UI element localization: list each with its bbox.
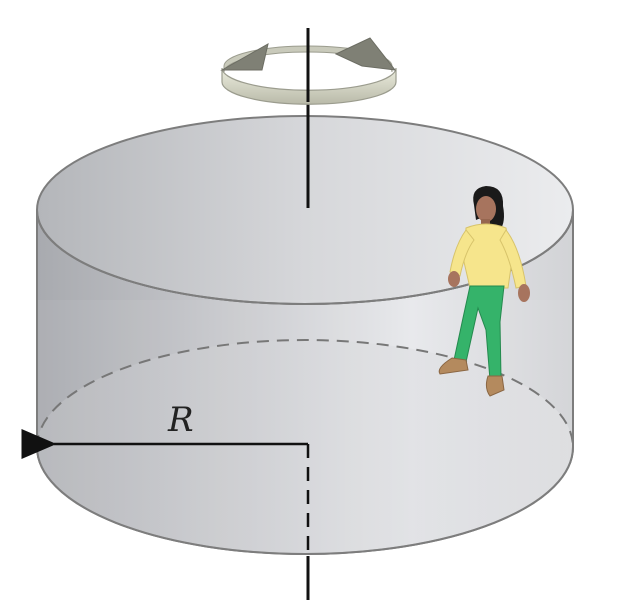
rotation-arrow-icon	[220, 28, 397, 105]
cylinder-bottom-rim	[36, 446, 574, 555]
person-icon	[438, 186, 530, 397]
cylinder-top-rim-front	[36, 209, 574, 305]
cylinder-front-shade	[37, 300, 573, 554]
cylinder-floor	[37, 340, 573, 554]
radius-label: R	[167, 400, 194, 440]
floor-rim-dashed	[36, 339, 574, 448]
